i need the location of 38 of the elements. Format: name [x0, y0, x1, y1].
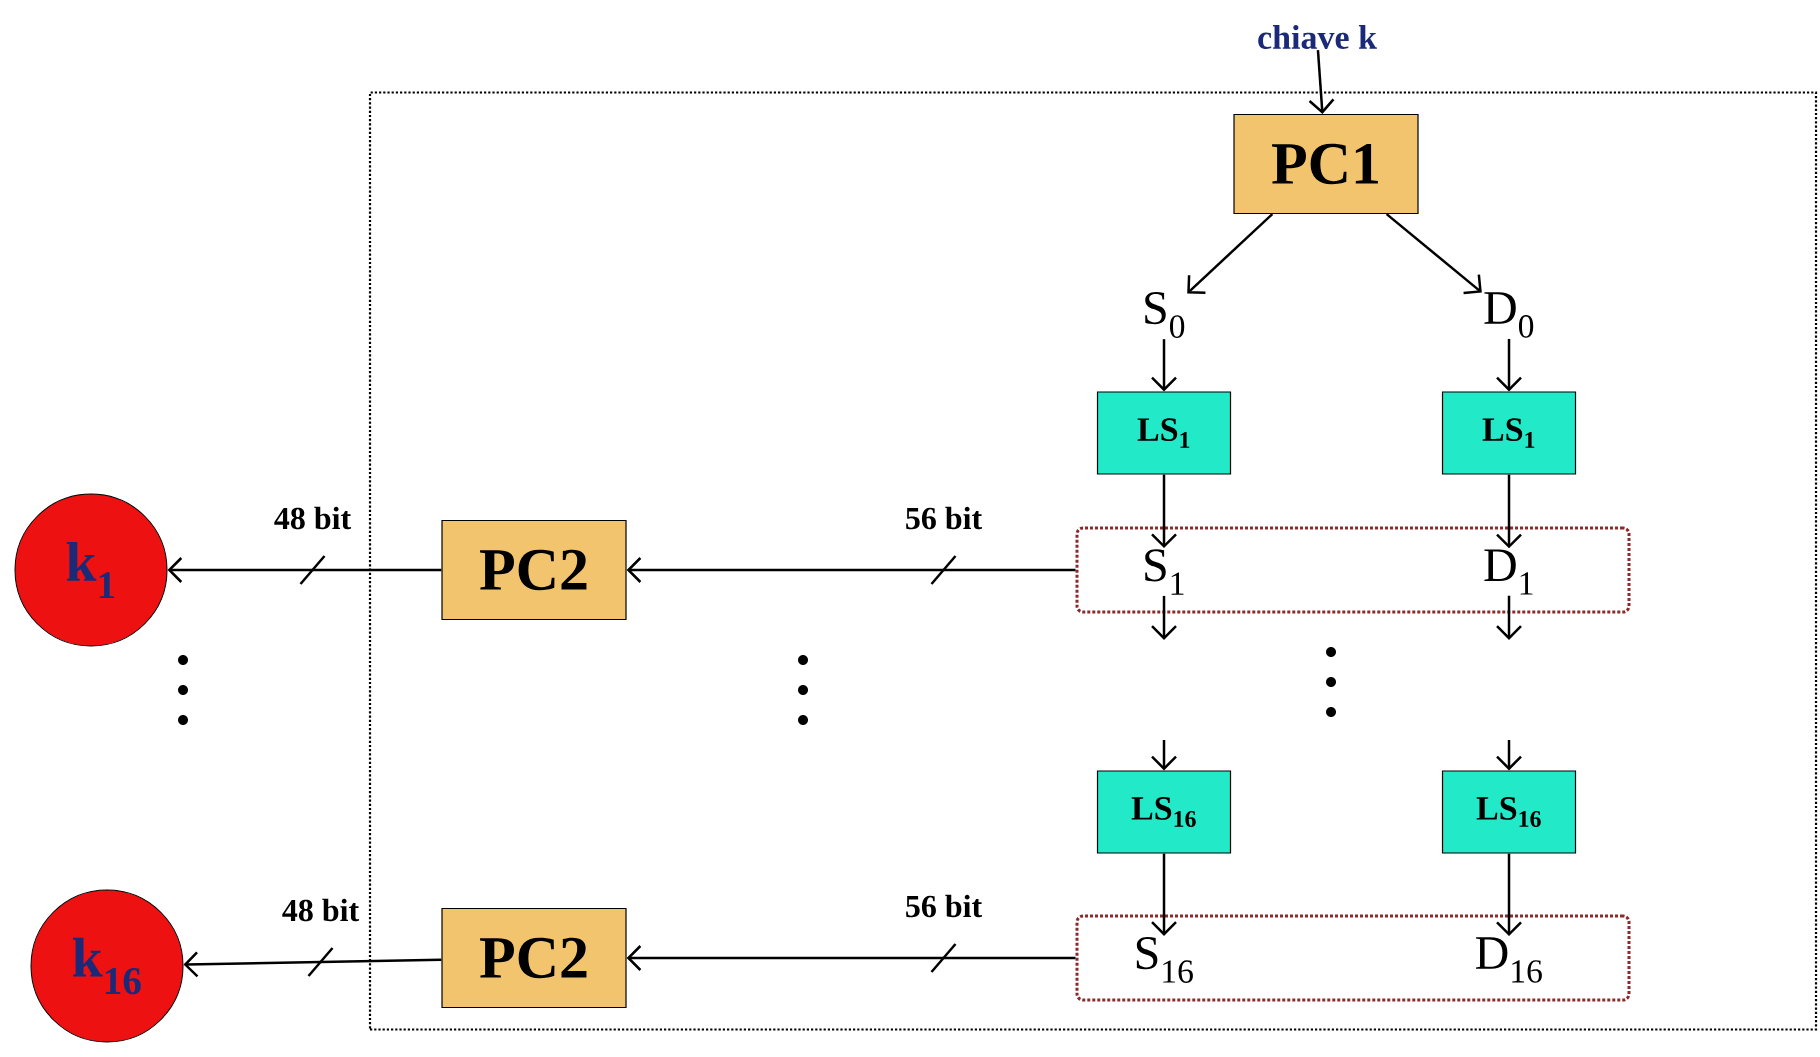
half-label: D$_{16}$ [1476, 937, 1542, 983]
input-label: chiave k [1258, 25, 1377, 49]
shift-box: LS$_{16}$ [1441, 770, 1577, 854]
arrow [1151, 740, 1177, 771]
arrow [1151, 339, 1177, 392]
permutation-box: PC2 [441, 907, 627, 1009]
arrow [626, 945, 1076, 971]
edge-label: 48 bit [271, 504, 354, 532]
half-label: D$_{0}$ [1484, 292, 1534, 338]
arrow [1496, 595, 1522, 640]
shift-box: LS$_{16}$ [1096, 770, 1232, 854]
arrow [1496, 338, 1522, 392]
half-label: S$_{0}$ [1145, 292, 1185, 338]
arrow [1308, 50, 1335, 114]
half-label: S$_{1}$ [1145, 549, 1184, 595]
arrow [1496, 740, 1522, 771]
edge-label: 48 bit [279, 896, 362, 924]
arrow [1151, 474, 1177, 549]
shift-box: LS$_{1}$ [1441, 391, 1577, 475]
half-label: D$_{1}$ [1484, 549, 1533, 595]
arrow [1496, 853, 1522, 937]
dotted-frame [368, 91, 1818, 1031]
half-label: S$_{16}$ [1136, 937, 1193, 983]
arrow [626, 557, 1076, 583]
shift-box: LS$_{1}$ [1096, 391, 1232, 475]
arrow [1151, 853, 1177, 936]
arrow [1151, 595, 1177, 640]
arrow [183, 951, 442, 978]
register-group [1075, 914, 1631, 1002]
edge-label: 56 bit [902, 892, 985, 920]
arrow [167, 557, 442, 583]
register-group [1075, 526, 1631, 614]
edge-label: 56 bit [902, 504, 985, 532]
arrow [1187, 213, 1274, 295]
permutation-box: PC2 [441, 519, 627, 621]
permutation-box: PC1 [1233, 113, 1419, 215]
arrow [1385, 213, 1482, 295]
arrow [1496, 474, 1522, 549]
